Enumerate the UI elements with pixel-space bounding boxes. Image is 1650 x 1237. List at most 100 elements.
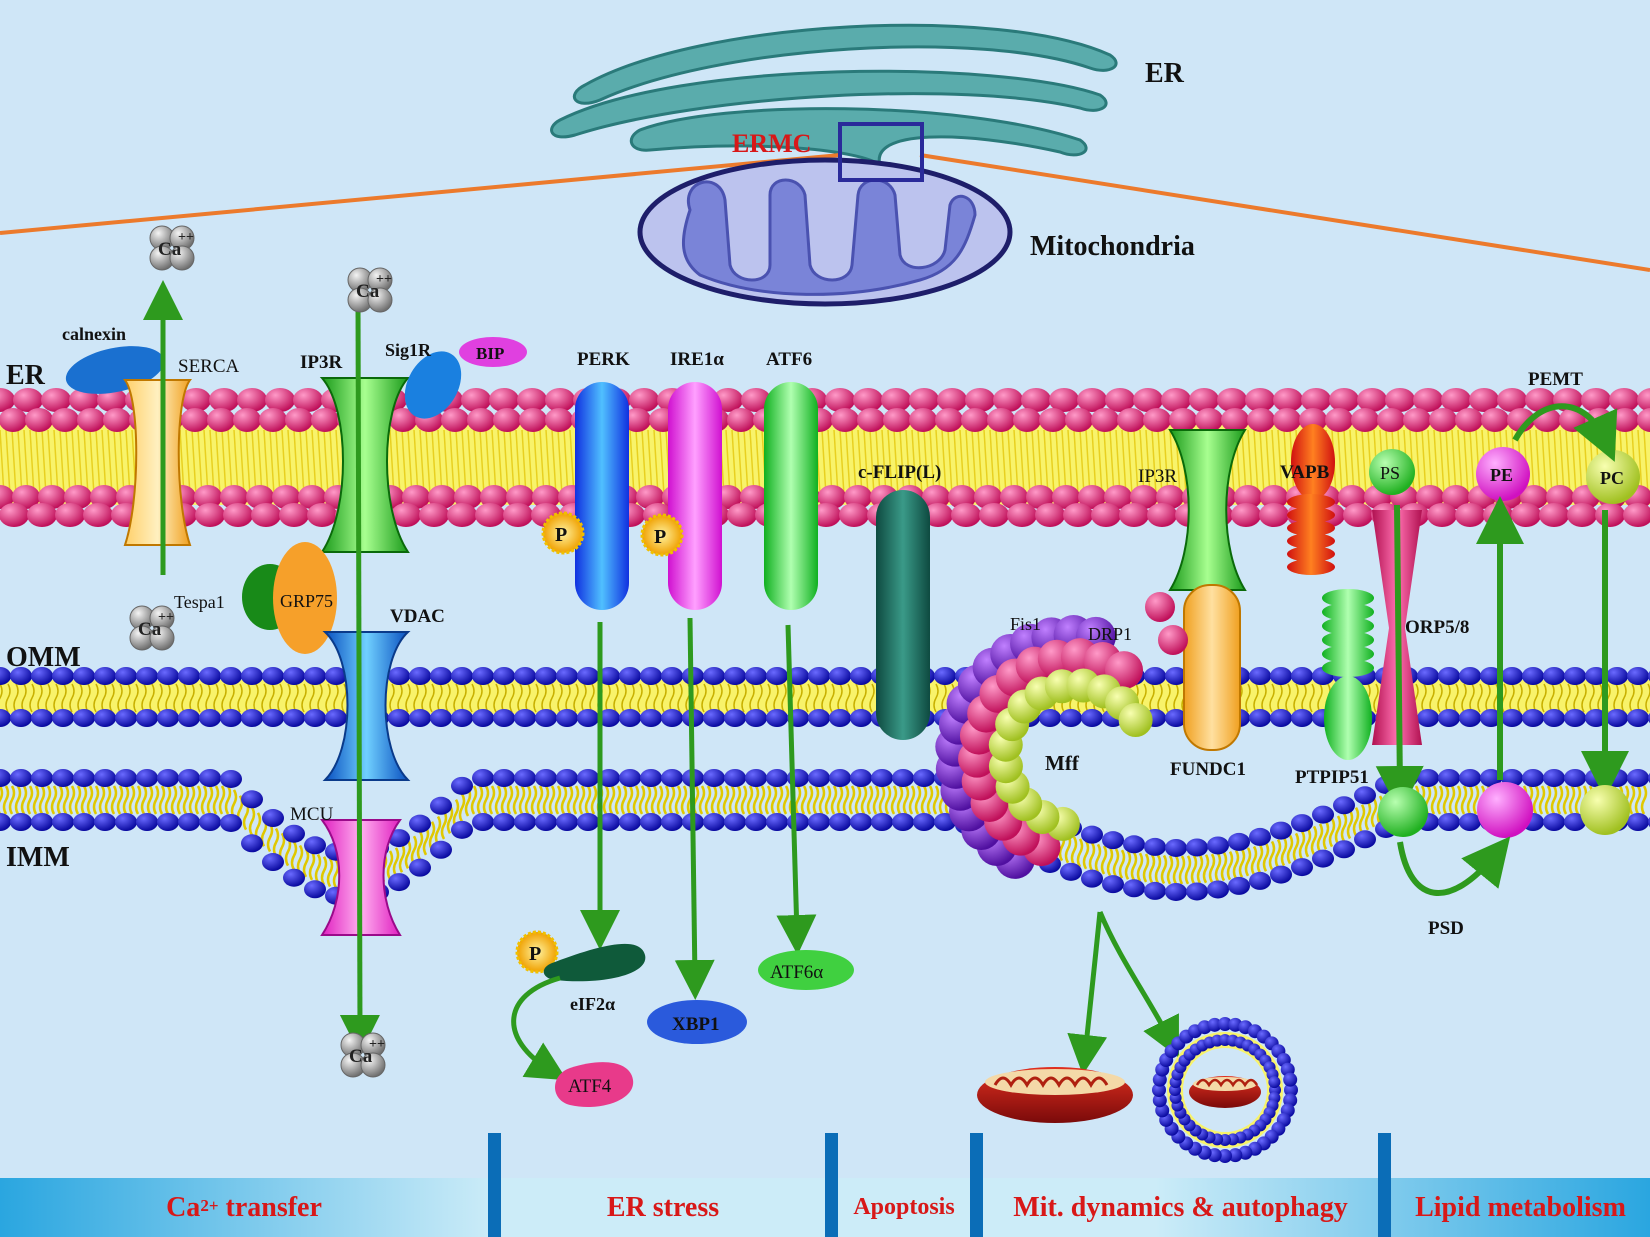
pe-lipid-er xyxy=(1476,447,1530,501)
footer-er-stress: ER stress xyxy=(606,1191,720,1223)
xbp1-label: XBP1 xyxy=(672,1014,720,1035)
atf6-receptor xyxy=(764,382,818,610)
mitochondria-top xyxy=(637,157,1013,307)
ca-transfer-arrow xyxy=(339,299,380,1055)
calcium-ion-icon: Ca++ xyxy=(149,225,195,271)
drp1-bead-a xyxy=(1145,592,1175,622)
fragmented-mitochondrion-icon xyxy=(977,1067,1133,1123)
vdac-label: VDAC xyxy=(390,606,445,627)
fis1-drp1-mff-ring xyxy=(935,615,1153,879)
calcium-ion-charge: ++ xyxy=(158,610,174,625)
phospho-badge-eif2a: P xyxy=(515,930,559,974)
calcium-ion-icon: Ca++ xyxy=(340,1032,386,1078)
omm-label: OMM xyxy=(6,642,81,673)
calnexin-label: calnexin xyxy=(62,324,126,344)
calcium-ion-charge: ++ xyxy=(376,272,392,287)
ip3r-channel-right xyxy=(1168,429,1247,591)
atf4-label: ATF4 xyxy=(568,1076,612,1097)
psd-arrow xyxy=(1397,836,1511,896)
calcium-ion-charge: ++ xyxy=(178,230,194,245)
phospho-label-ire1a: P xyxy=(654,526,666,548)
sig1r-label: Sig1R xyxy=(385,340,432,360)
ptpip51-label: PTPIP51 xyxy=(1295,767,1369,788)
drp1-bead-b xyxy=(1158,625,1188,655)
ps-label: PS xyxy=(1380,463,1400,483)
phospho-badge-perk: P xyxy=(541,511,585,555)
cflip-label: c-FLIP(L) xyxy=(858,462,941,483)
calcium-ion-charge: ++ xyxy=(369,1037,385,1052)
orp58-label: ORP5/8 xyxy=(1405,617,1469,638)
perk-receptor xyxy=(575,382,629,610)
vdac-channel xyxy=(322,631,411,781)
ptpip51-protein xyxy=(1322,589,1374,760)
ip3r-channel-left xyxy=(319,377,411,553)
er-top-label: ER xyxy=(1145,58,1185,89)
calcium-ion-label: Ca xyxy=(349,1046,373,1067)
pc-lipid xyxy=(1586,450,1640,504)
xbp1-protein xyxy=(647,1000,747,1044)
fis1-label: Fis1 xyxy=(1010,614,1041,634)
phospho-badge-ire1a: P xyxy=(640,513,684,557)
footer-separator-4 xyxy=(1378,1133,1391,1237)
eif2a-label: eIF2α xyxy=(570,994,615,1014)
footer-separator-2 xyxy=(825,1133,838,1237)
ps-transfer-arrow xyxy=(1375,504,1424,814)
er-membrane-label: ER xyxy=(6,360,46,391)
bip-label: BIP xyxy=(476,344,504,363)
footer-lipid-metabolism: Lipid metabolism xyxy=(1415,1191,1626,1223)
ps-lipid-imm xyxy=(1378,787,1428,837)
fission-arrow xyxy=(1067,911,1108,1075)
footer-separator-1 xyxy=(488,1133,501,1237)
vapb-label: VAPB xyxy=(1280,462,1330,483)
zoom-line-right xyxy=(919,153,1650,272)
ire1a-arrow xyxy=(674,617,715,1000)
calcium-ion-label: Ca xyxy=(356,281,380,302)
cflip-protein xyxy=(876,490,930,740)
footer-ca-suffix: transfer xyxy=(218,1191,322,1223)
bip-protein xyxy=(459,337,527,367)
vapb-protein xyxy=(1287,424,1335,575)
tespa1-label: Tespa1 xyxy=(174,592,225,612)
serca-label: SERCA xyxy=(178,356,240,377)
ire1a-receptor xyxy=(668,382,722,610)
atf6-arrow xyxy=(776,624,817,955)
phospho-label-perk: P xyxy=(555,524,567,546)
pe-label: PE xyxy=(1490,465,1513,485)
ip3r-right-label: IP3R xyxy=(1138,466,1177,487)
ire1a-label: IRE1α xyxy=(670,349,724,370)
calcium-ion-label: Ca xyxy=(158,239,182,260)
grp75-protein xyxy=(273,542,337,654)
sig1r-protein xyxy=(404,351,462,419)
atf4-protein xyxy=(555,1062,634,1108)
atf6a-label: ATF6α xyxy=(770,962,823,983)
atf6a-protein xyxy=(758,950,854,990)
calcium-ion-icon: Ca++ xyxy=(347,267,393,313)
ermc-label: ERMC xyxy=(732,129,811,158)
perk-label: PERK xyxy=(577,349,630,370)
footer-ca-prefix: Ca xyxy=(166,1191,201,1223)
grp75-label: GRP75 xyxy=(280,591,333,611)
ip3r-left-label: IP3R xyxy=(300,352,343,373)
eif2a-atf4-arrow xyxy=(511,975,568,1081)
fundc1-label: FUNDC1 xyxy=(1170,759,1246,780)
mff-label: Mff xyxy=(1045,751,1080,775)
calcium-ion-label: Ca xyxy=(138,619,162,640)
er-organelle-top xyxy=(550,23,1118,169)
drp1-label: DRP1 xyxy=(1088,624,1132,644)
fundc1-protein xyxy=(1183,584,1241,751)
footer-mit-dynamics: Mit. dynamics & autophagy xyxy=(1013,1191,1348,1223)
pemt-arrow xyxy=(1512,403,1618,462)
eif2a-protein xyxy=(543,943,646,982)
imm-label: IMM xyxy=(6,842,70,873)
zoom-line-left xyxy=(0,153,841,235)
psd-label: PSD xyxy=(1428,918,1464,939)
footer-ca-sup: 2+ xyxy=(200,1195,219,1215)
pe-lipid-imm xyxy=(1477,782,1533,838)
pc-lipid-imm xyxy=(1580,785,1630,835)
ps-lipid xyxy=(1369,449,1415,495)
mitochondria-label: Mitochondria xyxy=(1030,231,1195,262)
